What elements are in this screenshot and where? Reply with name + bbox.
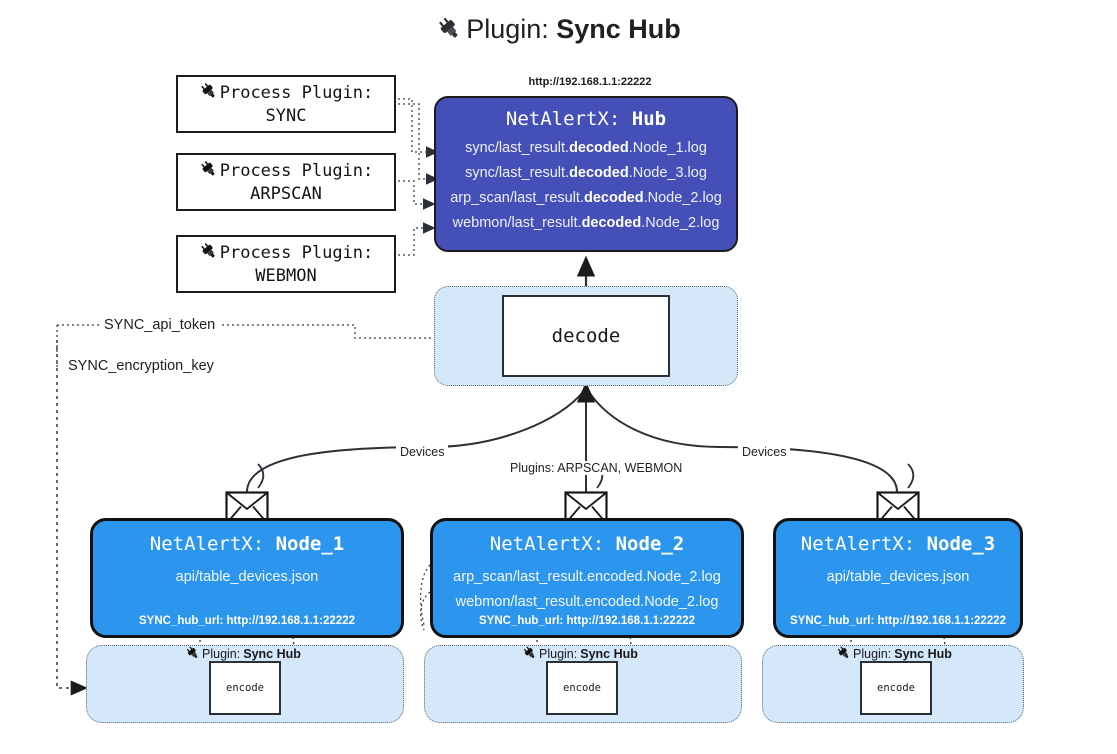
node-card-node-2[interactable]: NetAlertX: Node_2 arp_scan/last_result.e… [430,518,744,638]
encode-box-node-1[interactable]: encode [209,661,281,715]
encode-plugin-prefix: Plugin: [853,647,892,661]
hub-title: NetAlertX: Hub [436,108,736,130]
hub-log-line: sync/last_result.decoded.Node_1.log [436,136,736,161]
process-plugin-label: Process Plugin: [219,243,374,264]
sync-encryption-key-label: SYNC_encryption_key [64,358,218,374]
encode-box-node-2[interactable]: encode [546,661,618,715]
process-plugin-line1-row: Process Plugin: [199,81,374,106]
process-plugin-sync-box[interactable]: Process Plugin: SYNC [176,75,396,133]
hub-title-name: Hub [631,108,667,130]
node-hub-url: SYNC_hub_url: http://192.168.1.1:22222 [789,615,1007,627]
plug-icon [436,15,462,48]
node-lines: api/table_devices.json [93,565,401,590]
node-title: NetAlertX: Node_3 [776,533,1020,555]
devices-left-label: Devices [396,445,449,459]
page-title: Plugin: Sync Hub [0,14,1117,48]
process-plugin-name: SYNC [265,106,307,126]
hub-log-line: webmon/last_result.decoded.Node_2.log [436,211,736,236]
plug-icon [199,241,218,266]
node-hub-url: SYNC_hub_url: http://192.168.1.1:22222 [478,615,696,627]
plugins-center-label: Plugins: ARPSCAN, WEBMON [506,461,687,475]
encode-plugin-name: Sync Hub [580,647,638,661]
log-pre: sync/last_result. [465,164,570,181]
node-hub-url: SYNC_hub_url: http://192.168.1.1:22222 [138,615,356,627]
node-title-name: Node_1 [275,533,345,555]
plug-icon [522,645,537,663]
log-post: .Node_1.log [628,140,707,156]
log-post: .Node_3.log [628,164,707,181]
hub-title-prefix: NetAlertX: [505,108,621,130]
hub-url-label: http://192.168.1.1:22222 [528,76,652,88]
encode-plugin-label-node-1: Plugin: Sync Hub [185,645,301,663]
node-line: arp_scan/last_result.encoded.Node_2.log [453,569,721,585]
node-title-name: Node_2 [615,533,685,555]
plug-icon [836,645,851,663]
node-lines: api/table_devices.json [776,565,1020,590]
log-post: .Node_2.log [643,189,722,206]
plug-icon [199,159,218,184]
hub-log-line: sync/last_result.decoded.Node_3.log [436,161,736,186]
devices-right-label: Devices [738,445,791,459]
log-mid: decoded [581,214,642,231]
decode-box[interactable]: decode [502,295,670,377]
title-name: Sync Hub [556,14,681,44]
node-line: webmon/last_result.encoded.Node_2.log [455,594,719,611]
process-plugin-label: Process Plugin: [219,161,374,182]
node-line: api/table_devices.json [175,569,319,585]
log-mid: decoded [583,189,644,206]
process-plugin-label: Process Plugin: [219,83,374,104]
process-plugin-webmon-box[interactable]: Process Plugin: WEBMON [176,235,396,293]
process-plugin-name: WEBMON [255,266,317,286]
encode-plugin-name: Sync Hub [894,647,952,661]
encode-plugin-label-node-3: Plugin: Sync Hub [836,645,952,663]
encode-plugin-name: Sync Hub [243,647,301,661]
encode-plugin-prefix: Plugin: [539,647,578,661]
hub-log-line: arp_scan/last_result.decoded.Node_2.log [436,186,736,211]
node-title: NetAlertX: Node_1 [93,533,401,555]
encode-box-node-3[interactable]: encode [860,661,932,715]
node-line: api/table_devices.json [826,569,970,585]
node-title-prefix: NetAlertX: [800,533,916,555]
hub-node[interactable]: NetAlertX: Hub sync/last_result.decoded.… [434,96,738,252]
node-card-node-3[interactable]: NetAlertX: Node_3 api/table_devices.json… [773,518,1023,638]
node-lines: arp_scan/last_result.encoded.Node_2.log … [433,565,741,616]
encode-plugin-label-node-2: Plugin: Sync Hub [522,645,638,663]
node-title-name: Node_3 [926,533,996,555]
plug-icon [185,645,200,663]
log-mid: decoded [569,164,629,181]
node-title: NetAlertX: Node_2 [433,533,741,555]
title-prefix: Plugin: [466,14,549,44]
process-plugin-line1-row: Process Plugin: [199,159,374,184]
process-plugin-arpscan-box[interactable]: Process Plugin: ARPSCAN [176,153,396,211]
process-plugin-name: ARPSCAN [250,184,322,204]
node-title-prefix: NetAlertX: [489,533,605,555]
log-pre: sync/last_result. [465,140,570,156]
log-pre: webmon/last_result. [452,214,582,231]
log-mid: decoded [569,140,629,156]
sync-api-token-label: SYNC_api_token [100,317,220,333]
node-title-prefix: NetAlertX: [149,533,265,555]
log-post: .Node_2.log [641,214,720,231]
plug-icon [199,81,218,106]
process-plugin-line1-row: Process Plugin: [199,241,374,266]
encode-plugin-prefix: Plugin: [202,647,241,661]
node-card-node-1[interactable]: NetAlertX: Node_1 api/table_devices.json… [90,518,404,638]
log-pre: arp_scan/last_result. [450,189,584,206]
